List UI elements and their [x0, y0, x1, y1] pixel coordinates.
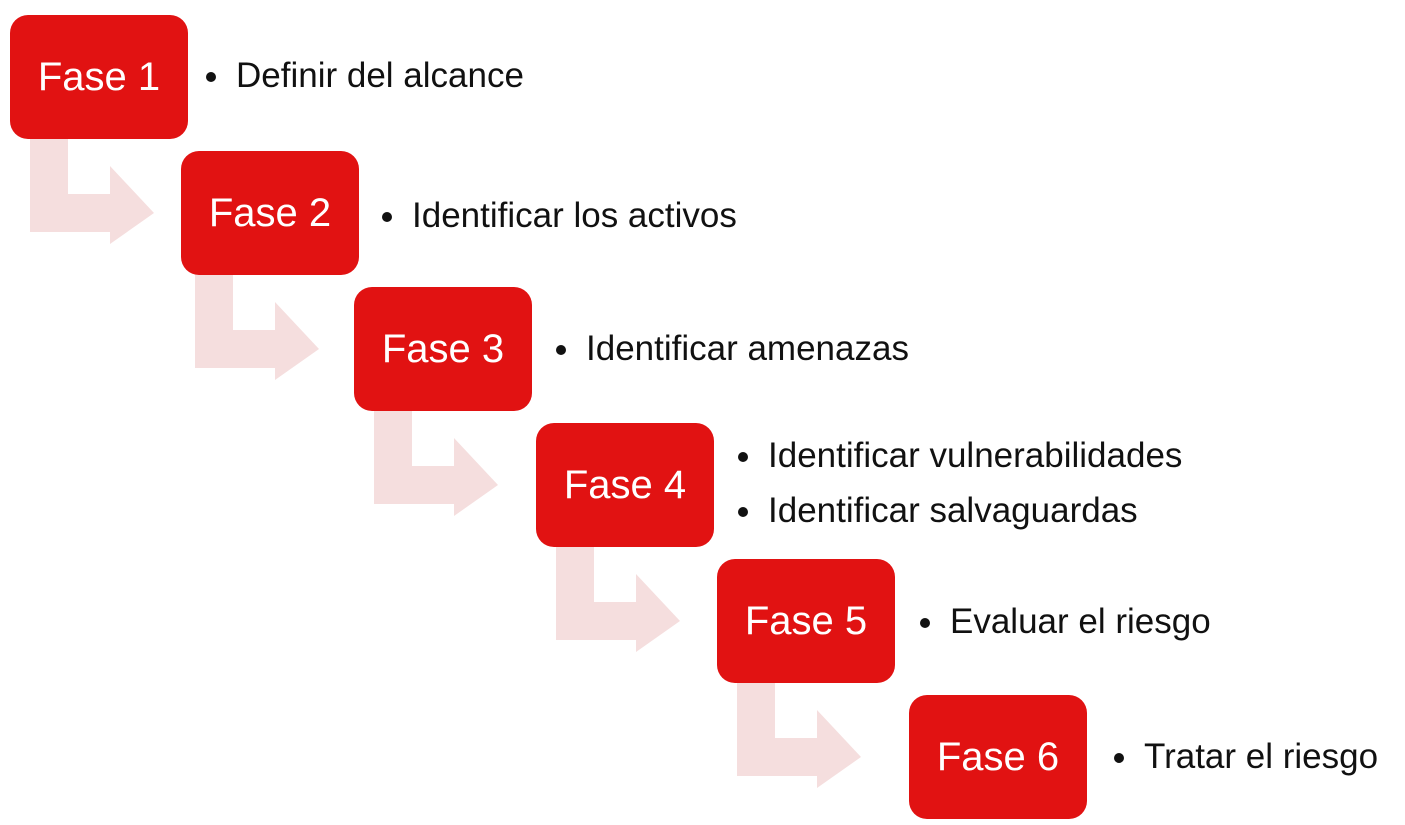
- connector-arrow-2-3-shape: [195, 274, 319, 380]
- phase-4-bullet-item-2: Identificar salvaguardas: [735, 483, 1182, 538]
- phase-6-bullet-list: Tratar el riesgo: [1111, 729, 1378, 784]
- connector-arrow-3-4: [374, 410, 554, 520]
- phase-2-bullet-list: Identificar los activos: [379, 188, 737, 243]
- connector-arrow-3-4-shape: [374, 410, 498, 516]
- phase-label-6: Fase 6: [936, 735, 1060, 779]
- phase-3-bullet-list: Identificar amenazas: [553, 321, 909, 376]
- phase-label-5: Fase 5: [744, 599, 868, 643]
- phase-box-4: Fase 4: [536, 423, 714, 547]
- connector-arrow-1-2: [30, 138, 210, 248]
- phase-6-bullet-item: Tratar el riesgo: [1111, 729, 1378, 784]
- phase-label-4: Fase 4: [563, 463, 687, 507]
- connector-arrow-5-6-shape: [737, 682, 861, 788]
- phase-label-1: Fase 1: [37, 55, 161, 99]
- connector-arrow-2-3: [195, 274, 375, 384]
- connector-arrow-1-2-shape: [30, 138, 154, 244]
- phase-4-bullet-list: Identificar vulnerabilidades Identificar…: [735, 428, 1182, 538]
- phase-label-3: Fase 3: [381, 327, 505, 371]
- phase-box-2: Fase 2: [181, 151, 359, 275]
- phase-1-bullet-list: Definir del alcance: [203, 48, 524, 103]
- phase-1-bullet-item: Definir del alcance: [203, 48, 524, 103]
- phase-5-bullet-item: Evaluar el riesgo: [917, 594, 1211, 649]
- phase-4-bullet-item-1: Identificar vulnerabilidades: [735, 428, 1182, 483]
- phase-box-5: Fase 5: [717, 559, 895, 683]
- connector-arrow-5-6: [737, 682, 917, 792]
- phase-5-bullet-list: Evaluar el riesgo: [917, 594, 1211, 649]
- phase-box-6: Fase 6: [909, 695, 1087, 819]
- phase-2-bullet-item: Identificar los activos: [379, 188, 737, 243]
- connector-arrow-4-5-shape: [556, 546, 680, 652]
- phase-label-2: Fase 2: [208, 191, 332, 235]
- phase-box-1: Fase 1: [10, 15, 188, 139]
- phase-3-bullet-item: Identificar amenazas: [553, 321, 909, 376]
- connector-arrow-4-5: [556, 546, 736, 656]
- phase-box-3: Fase 3: [354, 287, 532, 411]
